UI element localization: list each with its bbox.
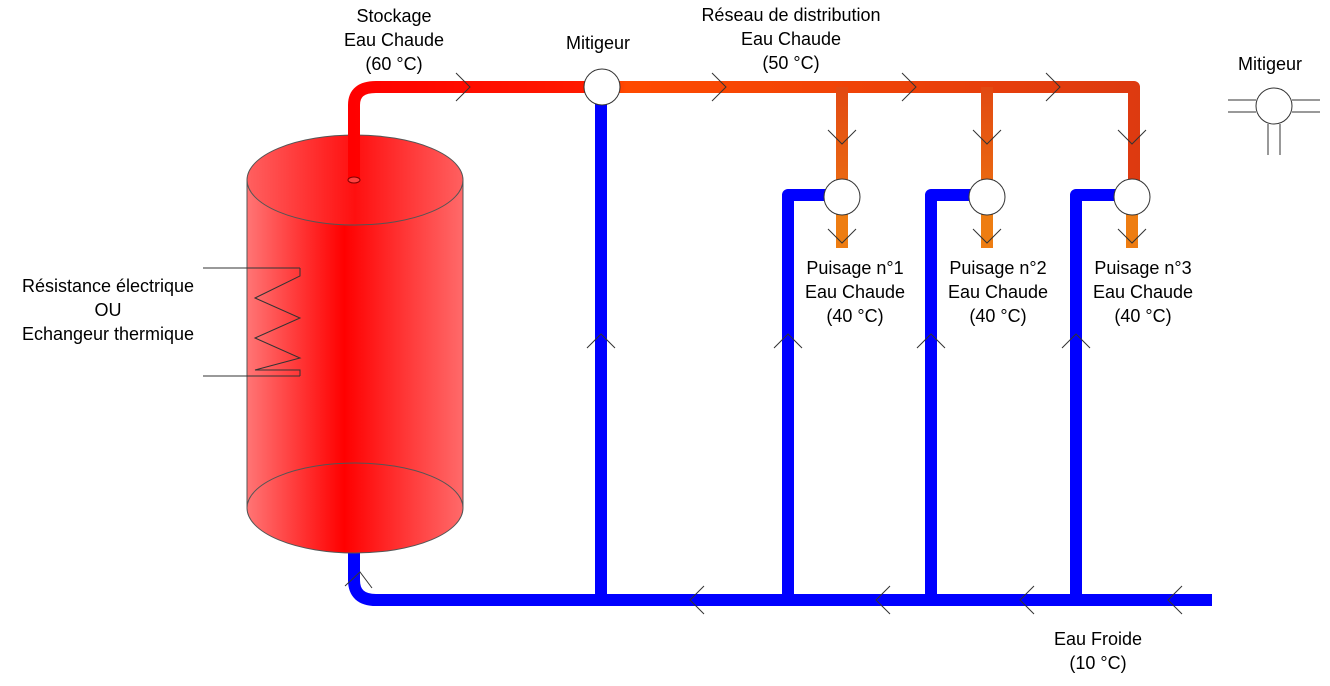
flow-arrows	[344, 72, 1183, 615]
flow-arrow-icon	[972, 129, 1002, 145]
cold-water-network	[348, 90, 1212, 606]
flow-arrow-icon	[1061, 333, 1091, 349]
cold-branch-3	[1070, 189, 1130, 600]
draw-point-3-label: Puisage n°3 Eau Chaude (40 °C)	[1092, 258, 1194, 326]
flow-arrow-icon	[344, 571, 373, 589]
flow-arrow-icon	[901, 72, 917, 102]
draw-point-2-label: Puisage n°2 Eau Chaude (40 °C)	[947, 258, 1049, 326]
network-label: Réseau de distribution Eau Chaude (50 °C…	[701, 5, 881, 73]
flow-arrow-icon	[586, 333, 616, 349]
flow-arrow-icon	[972, 228, 1002, 244]
mixing-valves	[583, 68, 1151, 216]
draw-point-1-label: Puisage n°1 Eau Chaude (40 °C)	[804, 258, 906, 326]
mixer-valve-3	[1113, 178, 1151, 216]
cold-main-pipe	[348, 505, 1212, 606]
tank-bottom-rim	[246, 462, 464, 509]
heating-coil	[203, 267, 302, 377]
flow-arrow-icon	[1045, 72, 1061, 102]
flow-arrow-icon	[827, 129, 857, 145]
storage-tank	[246, 134, 464, 554]
mixer-valve-main	[583, 68, 621, 106]
heater-label: Résistance électrique OU Echangeur therm…	[21, 276, 195, 344]
flow-arrow-icon	[773, 333, 803, 349]
hot-pipe-outlet	[347, 176, 361, 184]
cold-water-label: Eau Froide (10 °C)	[1053, 629, 1143, 673]
mixer-valve-1	[823, 178, 861, 216]
coil-zigzag	[253, 268, 302, 376]
flow-arrow-icon	[1117, 228, 1147, 244]
flow-arrow-icon	[1117, 129, 1147, 145]
mixer-legend-symbol	[1228, 87, 1320, 155]
flow-arrow-icon	[916, 333, 946, 349]
mixer-main-label: Mitigeur	[565, 33, 631, 53]
mixer-valve-2	[968, 178, 1006, 216]
flow-arrow-icon	[827, 228, 857, 244]
flow-arrow-icon	[455, 72, 471, 102]
flow-arrow-icon	[1019, 585, 1035, 615]
mixer-legend-icon	[1255, 87, 1293, 125]
flow-arrow-icon	[711, 72, 727, 102]
hot-main-pipe	[348, 81, 1140, 185]
storage-label: Stockage Eau Chaude (60 °C)	[343, 6, 445, 74]
tank-body	[246, 179, 464, 554]
flow-arrow-icon	[689, 585, 705, 615]
flow-arrow-icon	[1167, 585, 1183, 615]
hot-drops	[836, 87, 993, 185]
cold-branch-1	[782, 189, 840, 600]
flow-arrow-icon	[875, 585, 891, 615]
mixer-legend-label: Mitigeur	[1237, 54, 1303, 74]
cold-branch-2	[925, 189, 985, 600]
